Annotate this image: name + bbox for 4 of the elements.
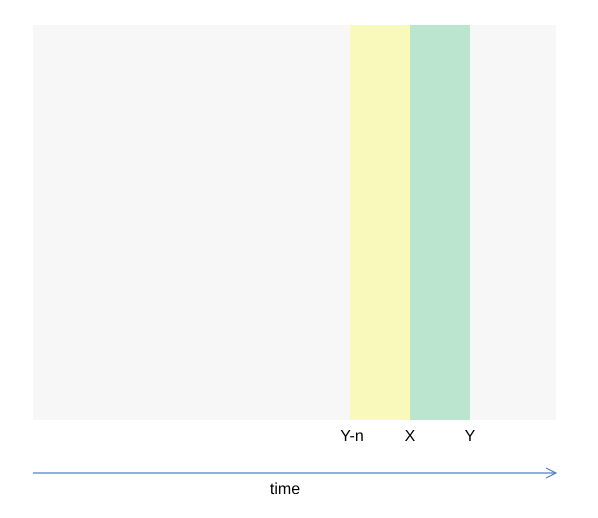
tick-label: Y: [464, 428, 476, 446]
tick-label: X: [404, 428, 416, 446]
tick-label: Y-n: [340, 428, 364, 446]
axis-label: time: [270, 481, 300, 499]
